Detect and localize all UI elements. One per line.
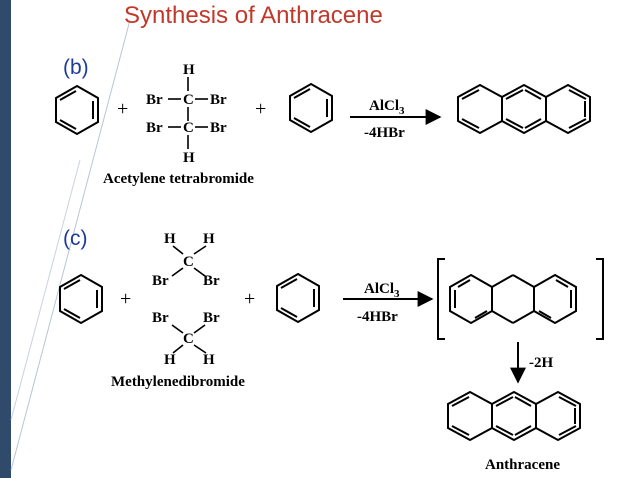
atom-h-top: H [183, 62, 195, 78]
part-c-benzene-2 [276, 272, 320, 324]
atom-br: Br [203, 273, 220, 289]
part-b-label: (b) [63, 56, 89, 79]
part-b-benzene-1 [55, 84, 99, 136]
atom-c: C [183, 120, 194, 136]
atom-c: C [183, 254, 194, 270]
atom-c: C [183, 92, 194, 108]
methylenedibromide-structures: H H C Br Br Br Br C H H [152, 231, 220, 368]
part-c-label: (c) [63, 227, 88, 250]
part-b-plus-2: + [255, 98, 266, 120]
side-accent-bar [0, 0, 11, 478]
atom-br: Br [210, 120, 227, 136]
reagent-name-c: Methylenedibromide [111, 374, 245, 390]
atom-br: Br [203, 310, 220, 326]
anthracene-product-b [457, 83, 591, 135]
product-name: Anthracene [485, 457, 560, 473]
part-b-plus-1: + [117, 98, 128, 120]
part-c-benzene-1 [59, 273, 103, 325]
catalyst-c: AlCl3 [364, 281, 400, 300]
part-c-plus-1: + [120, 288, 131, 310]
part-b-benzene-2 [289, 82, 333, 134]
atom-h: H [203, 231, 215, 247]
atom-h: H [164, 352, 176, 368]
reagent-name-b: Acetylene tetrabromide [103, 171, 254, 187]
byproduct-c: -4HBr [357, 309, 398, 325]
part-c-plus-2: + [244, 288, 255, 310]
slide-title: Synthesis of Anthracene [124, 2, 383, 29]
dihydroanthracene-intermediate [437, 258, 604, 340]
atom-br: Br [146, 92, 163, 108]
oxidation-label: -2H [529, 355, 553, 371]
anthracene-product-c [447, 390, 581, 442]
byproduct-b: -4HBr [364, 125, 405, 141]
catalyst-b: AlCl3 [369, 98, 405, 117]
atom-h: H [203, 352, 215, 368]
atom-br: Br [210, 92, 227, 108]
atom-c: C [183, 331, 194, 347]
atom-br: Br [152, 273, 169, 289]
atom-br: Br [152, 310, 169, 326]
acetylene-tetrabromide-structure: H Br C Br Br C Br H [146, 62, 227, 166]
atom-h: H [164, 231, 176, 247]
atom-br: Br [146, 120, 163, 136]
decorative-lines [10, 19, 131, 471]
atom-h-bottom: H [183, 150, 195, 166]
